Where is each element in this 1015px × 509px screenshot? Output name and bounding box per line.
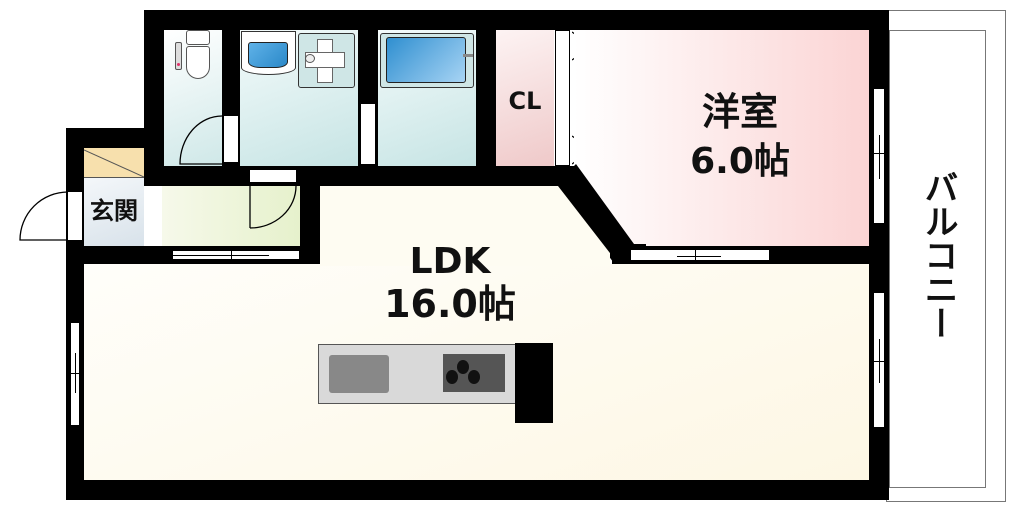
wall-left-wet xyxy=(144,10,164,170)
bathroom-door-gap[interactable] xyxy=(361,104,375,164)
wall-diagonal xyxy=(556,164,646,266)
wall-bath-right xyxy=(476,10,496,186)
ldk-left-window[interactable] xyxy=(70,322,80,426)
sink-icon xyxy=(329,355,389,393)
balcony-inner xyxy=(889,30,986,488)
entrance xyxy=(84,178,144,246)
balcony-label: バルコニー xyxy=(918,170,958,340)
entrance-label: 玄関 xyxy=(90,197,138,225)
western-room-sliding-door[interactable] xyxy=(630,249,770,261)
closet-label: CL xyxy=(508,87,542,115)
western-room-window[interactable] xyxy=(873,88,885,224)
bathtub-icon xyxy=(380,33,474,88)
washroom-door-swing-icon xyxy=(249,185,297,229)
wall-hall-right xyxy=(300,166,320,266)
western-room xyxy=(574,30,869,246)
wall-bottom xyxy=(66,480,889,500)
western-room-size: 6.0帖 xyxy=(690,141,790,182)
wall-entrance-top xyxy=(66,128,162,148)
toilet-icon xyxy=(175,30,211,82)
hallway-sliding-door[interactable] xyxy=(172,250,300,260)
wall-wet-bottom xyxy=(144,166,574,186)
washer-pan-icon xyxy=(298,33,355,88)
toilet-door-swing-icon xyxy=(179,115,223,165)
front-door-swing-icon xyxy=(19,191,69,241)
hallway xyxy=(162,186,300,246)
washroom-door-gap[interactable] xyxy=(250,170,296,182)
stove-icon xyxy=(443,354,505,392)
hallway-door-gap[interactable] xyxy=(145,186,161,246)
ldk-upper xyxy=(320,186,610,266)
wall-top xyxy=(144,10,889,30)
western-room-label: 洋室 xyxy=(701,90,778,134)
kitchen-wall xyxy=(515,343,553,423)
kitchen-counter xyxy=(318,344,522,404)
shoe-box xyxy=(84,148,144,178)
closet-door-gap[interactable] xyxy=(555,30,570,166)
closet xyxy=(496,30,554,166)
ldk-label: LDK xyxy=(409,241,491,282)
washbasin-icon xyxy=(241,31,296,75)
toilet-door-gap[interactable] xyxy=(224,116,238,162)
front-door-gap[interactable] xyxy=(68,192,82,240)
ldk-right-window[interactable] xyxy=(873,292,885,428)
ldk-size: 16.0帖 xyxy=(384,282,516,326)
